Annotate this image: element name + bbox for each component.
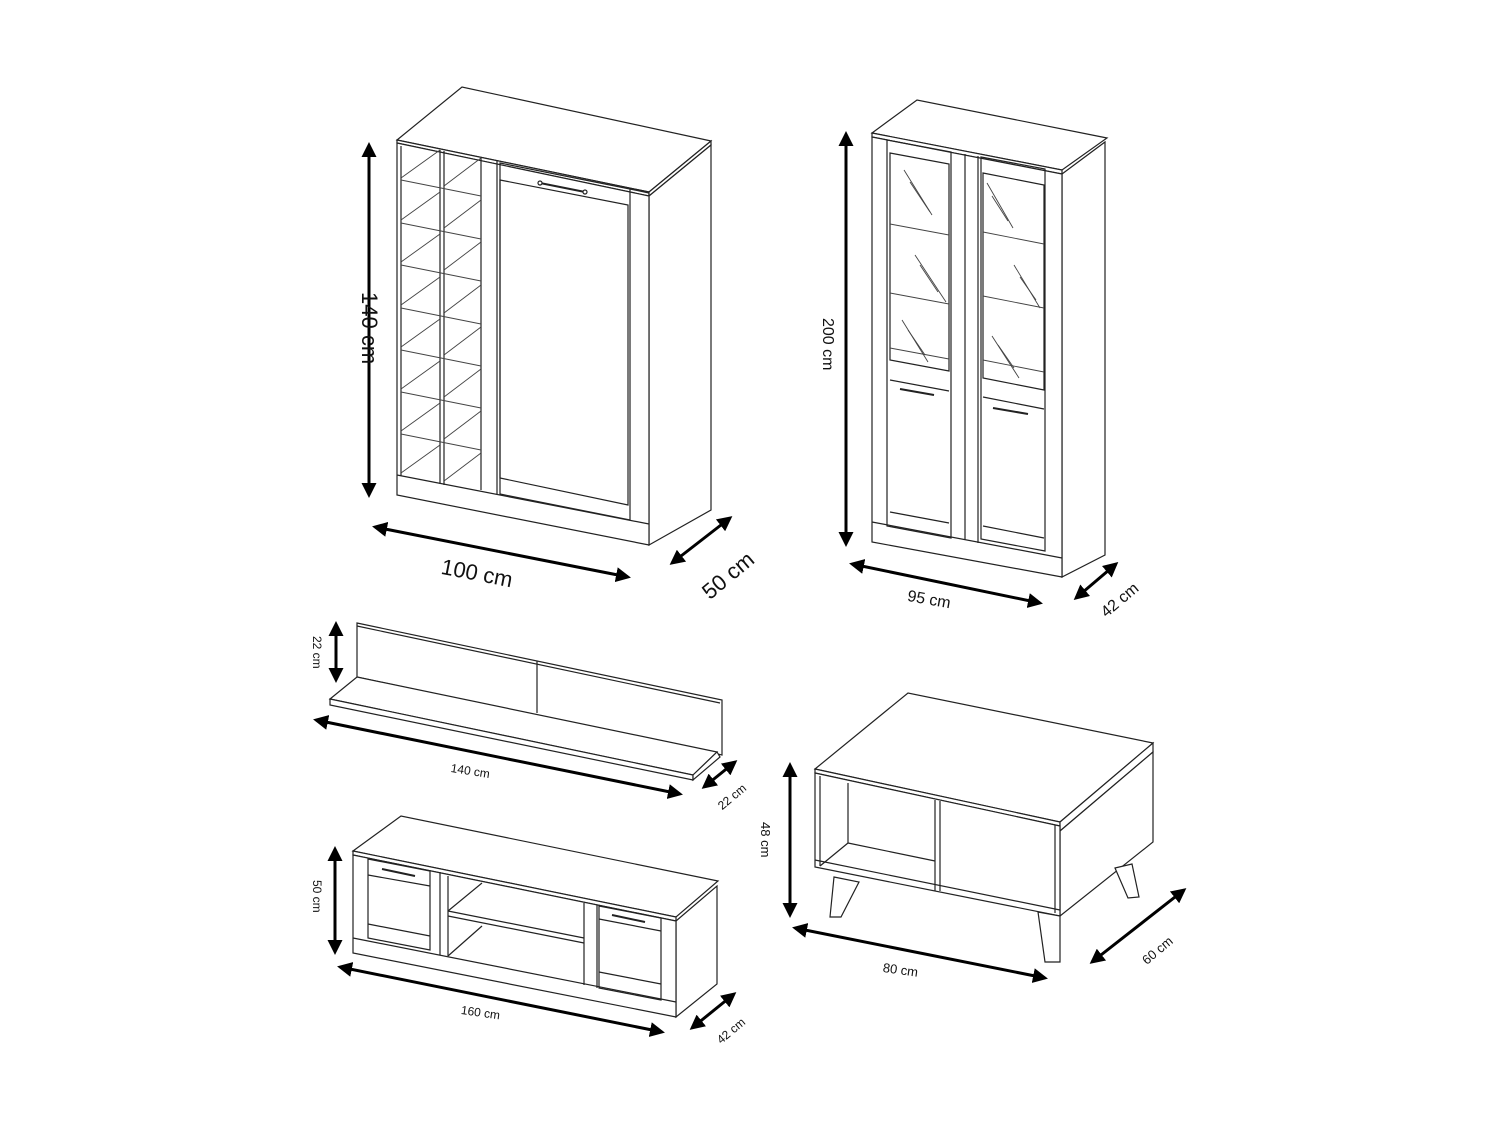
tv-stand-dimension-arrows <box>327 846 737 1037</box>
display-cabinet-dimension-arrows <box>838 131 1119 608</box>
wall-shelf-drawing <box>328 622 723 782</box>
wine-cabinet-height-label: 140 cm <box>357 292 382 365</box>
wine-cabinet-dimension-arrows <box>361 142 733 583</box>
display-cabinet-height-label: 200 cm <box>819 318 836 371</box>
tv-stand-height-label: 50 cm <box>310 880 324 913</box>
display-cabinet-drawing <box>870 99 1109 578</box>
tv-stand-drawing <box>351 815 720 1019</box>
wine-cabinet-drawing <box>395 86 713 547</box>
coffee-table-drawing <box>813 692 1155 963</box>
wall-shelf-height-label: 22 cm <box>310 636 324 669</box>
coffee-table-dimension-arrows <box>782 762 1187 984</box>
wall-shelf-dimension-arrows <box>313 621 738 799</box>
coffee-table-height-label: 48 cm <box>758 822 773 858</box>
